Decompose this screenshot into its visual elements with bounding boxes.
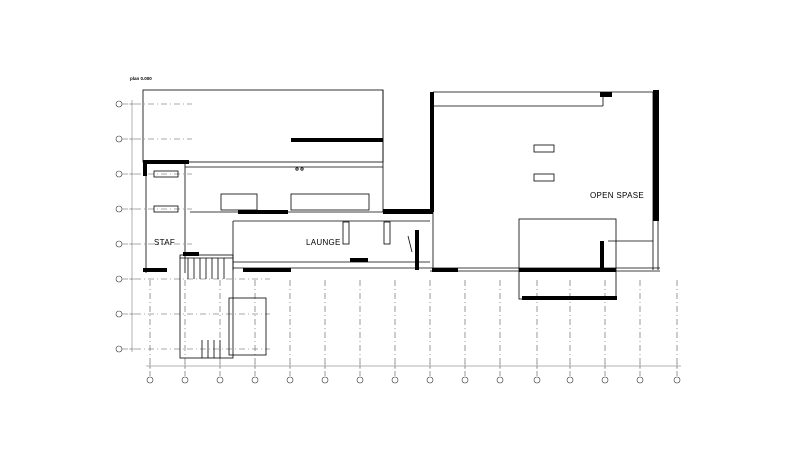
solid-walls bbox=[143, 90, 659, 300]
row-grid-lines bbox=[122, 103, 270, 350]
drawing-title: plan 0.000 bbox=[130, 76, 152, 81]
upper-block-outline bbox=[142, 89, 384, 213]
room-label-staf: STAF bbox=[154, 238, 175, 247]
room-label-open-spase: OPEN SPASE bbox=[590, 191, 644, 200]
left-dimension-line bbox=[129, 100, 135, 352]
stair-and-lower-volume bbox=[179, 254, 267, 359]
row-grid-bubbles bbox=[115, 100, 123, 353]
staf-room-outline bbox=[145, 164, 186, 273]
room-label-launge: LAUNGE bbox=[306, 238, 341, 247]
column-grid-bubbles bbox=[146, 376, 681, 384]
bottom-dimension-line bbox=[146, 363, 681, 369]
lamp-marks bbox=[295, 167, 304, 171]
